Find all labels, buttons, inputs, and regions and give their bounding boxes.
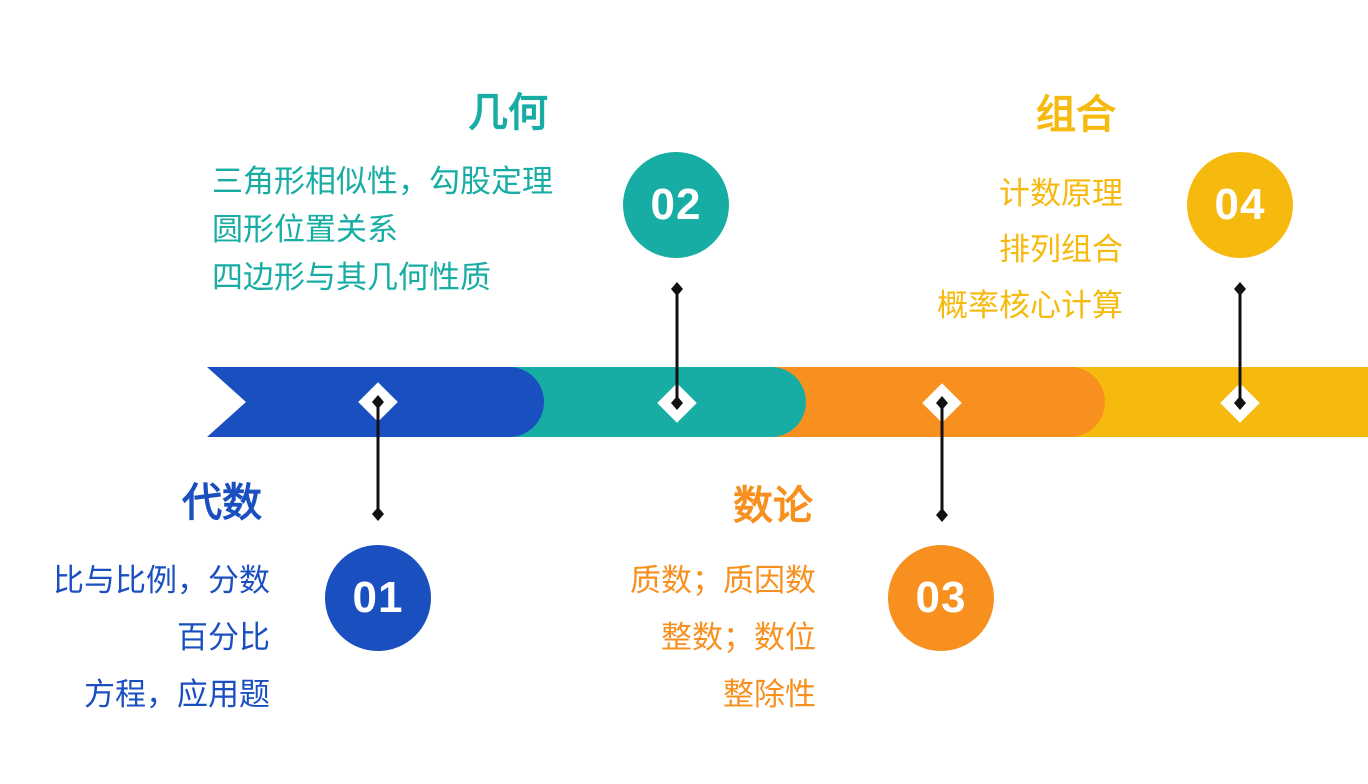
stage-item: 整除性 <box>723 677 816 713</box>
stage-number-circle-02: 02 <box>623 152 729 258</box>
stage-title-algebra: 代数 <box>182 480 262 526</box>
stage-items-number-theory: 质数；质因数 整数；数位 整除性 <box>630 553 816 724</box>
stage-item: 比与比例，分数 <box>53 563 270 599</box>
connector-04 <box>1234 282 1246 410</box>
stage-title-combinatorics: 组合 <box>1036 92 1116 138</box>
stage-item: 整数；数位 <box>661 620 816 656</box>
stage-item: 三角形相似性，勾股定理 <box>212 164 553 200</box>
stage-item: 质数；质因数 <box>630 563 816 599</box>
stage-item: 方程，应用题 <box>84 677 270 713</box>
stage-item: 圆形位置关系 <box>212 212 398 248</box>
stage-item: 计数原理 <box>999 176 1123 212</box>
connector-02 <box>671 282 683 410</box>
stage-title-geometry: 几何 <box>468 90 548 136</box>
timeline-segment-02 <box>490 367 806 437</box>
stage-title-number-theory: 数论 <box>733 483 813 529</box>
connector-03 <box>936 396 948 522</box>
connector-01 <box>372 395 384 521</box>
stage-number-circle-01: 01 <box>325 545 431 651</box>
stage-item: 概率核心计算 <box>937 288 1123 324</box>
stage-item: 四边形与其几何性质 <box>212 260 491 296</box>
stage-item: 百分比 <box>177 620 270 656</box>
stage-items-geometry: 三角形相似性，勾股定理 圆形位置关系 四边形与其几何性质 <box>212 158 553 302</box>
stage-items-combinatorics: 计数原理 排列组合 概率核心计算 <box>937 166 1123 334</box>
stage-number-circle-03: 03 <box>888 545 994 651</box>
stage-items-algebra: 比与比例，分数 百分比 方程，应用题 <box>53 553 270 724</box>
stage-number-circle-04: 04 <box>1187 152 1293 258</box>
stage-item: 排列组合 <box>999 232 1123 268</box>
